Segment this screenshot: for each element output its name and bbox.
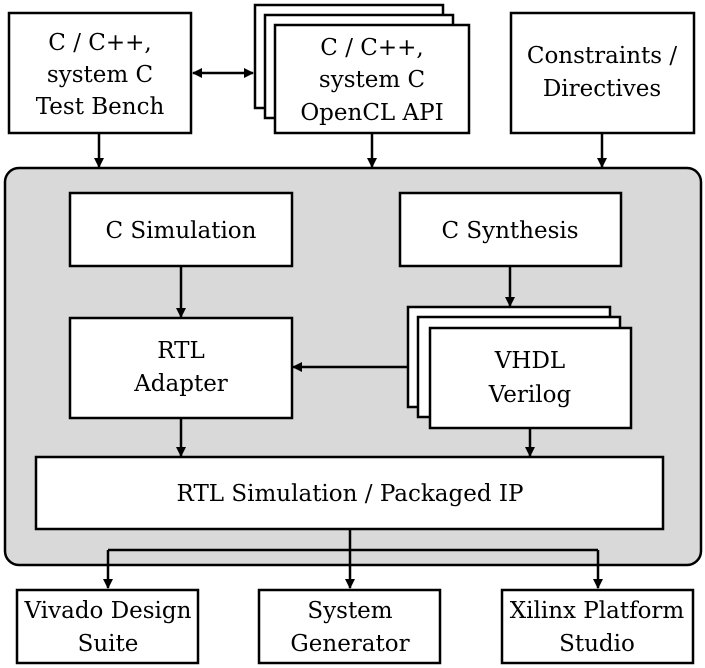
c-simulation-label: C Simulation — [106, 218, 257, 244]
source-box-front — [273, 23, 471, 135]
c-simulation-box: C Simulation — [68, 191, 294, 268]
rtl-adapter-label-line1: RTL — [157, 338, 205, 364]
sysgen-label-line2: Generator — [290, 631, 409, 657]
sysgen-label-line1: System — [307, 598, 392, 624]
hdl-label-line2: Verilog — [488, 382, 572, 408]
vivado-label-line2: Suite — [78, 631, 139, 657]
rtl-simulation-box: RTL Simulation / Packaged IP — [34, 455, 665, 531]
testbench-label-line2: system C — [47, 62, 153, 88]
testbench-label-line1: C / C++, — [48, 30, 151, 56]
sysgen-box: System Generator — [257, 588, 442, 665]
constraints-label-line1: Constraints / — [527, 43, 678, 69]
vivado-label-line1: Vivado Design — [24, 598, 192, 624]
rtl-adapter-label-line2: Adapter — [133, 371, 228, 397]
xps-box: Xilinx Platform Studio — [500, 588, 695, 665]
output-branch-arrows — [103, 530, 603, 589]
hdl-box-front — [428, 326, 633, 430]
testbench-label-line3: Test Bench — [36, 94, 165, 120]
rtl-simulation-label: RTL Simulation / Packaged IP — [177, 481, 524, 507]
xps-label-line2: Studio — [559, 631, 635, 657]
source-label-line2: system C — [319, 67, 425, 93]
hdl-label-line1: VHDL — [494, 348, 565, 374]
testbench-box: C / C++, system C Test Bench — [7, 11, 193, 135]
source-label-line3: OpenCL API — [300, 100, 443, 126]
source-box-stack: C / C++, system C OpenCL API — [253, 3, 471, 135]
constraints-label-line2: Directives — [543, 76, 661, 102]
vivado-box: Vivado Design Suite — [15, 588, 200, 665]
c-synthesis-box: C Synthesis — [398, 191, 623, 268]
hdl-box-stack: VHDL Verilog — [406, 305, 633, 430]
c-synthesis-label: C Synthesis — [441, 218, 578, 244]
source-label-line1: C / C++, — [320, 35, 423, 61]
rtl-adapter-box: RTL Adapter — [68, 316, 294, 420]
xps-label-line1: Xilinx Platform — [510, 598, 685, 624]
constraints-box: Constraints / Directives — [509, 11, 696, 135]
